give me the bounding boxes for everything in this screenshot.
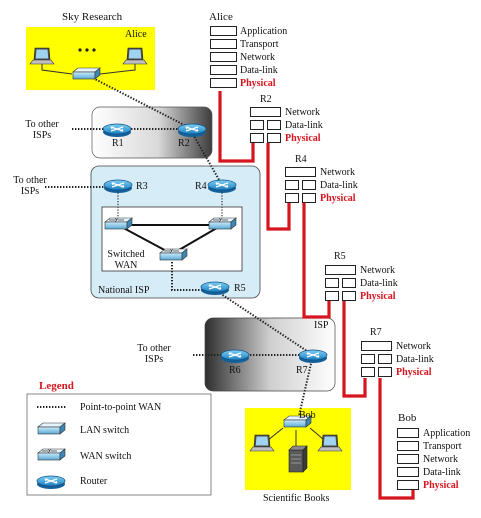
bob-site-label: Bob [299,410,316,421]
stack-title-r2: R2 [260,94,272,105]
switched-wan-label-line2: WAN [114,260,138,271]
physical-path [218,91,415,500]
r7-layer-network: Network [396,341,431,352]
router-label-r1: R1 [112,138,124,149]
to-other-isps-3-line2: ISPs [144,354,164,365]
switched-wan-label-line1: Switched [107,249,145,260]
to-other-isps-3-line1: To other [137,343,171,354]
legend-title: Legend [39,380,74,392]
sky-research-label: Sky Research [62,11,123,23]
stack-title-alice: Alice [209,11,233,23]
r7-layer-data-link: Data-link [396,354,434,365]
bob-layer-data-link: Data-link [423,467,461,478]
alice-layer-application: Application [240,26,288,37]
r7-layer-physical: Physical [396,367,432,378]
legend-item-lan-switch: LAN switch [80,425,130,436]
router-label-r3: R3 [136,181,148,192]
stack-title-r7: R7 [370,327,382,338]
r4-layer-physical: Physical [320,193,356,204]
stack-title-r4: R4 [295,154,307,165]
to-other-isps-2-line2: ISPs [20,186,40,197]
r5-layer-physical: Physical [360,291,396,302]
to-other-isps-1-line2: ISPs [32,130,52,141]
alice-layer-network: Network [240,52,275,63]
r5-layer-data-link: Data-link [360,278,398,289]
to-other-isps-2-line1: To other [13,175,47,186]
scientific-books-label: Scientific Books [263,493,330,504]
bob-layer-network: Network [423,454,458,465]
bob-layer-application: Application [423,428,471,439]
switched-wan-box [101,206,243,272]
legend-item-point-to-point: Point-to-point WAN [80,402,162,413]
r5-layer-network: Network [360,265,395,276]
upper-isp-box [91,106,213,159]
router-label-r4: R4 [195,181,207,192]
stack-title-r5: R5 [334,251,346,262]
server-icon [288,445,308,473]
router-label-r6: R6 [229,365,241,376]
legend-item-wan-switch: WAN switch [80,451,132,462]
stack-title-bob: Bob [398,412,417,424]
router-label-r7: R7 [296,365,308,376]
router-label-r2: R2 [178,138,190,149]
alice-layer-physical: Physical [240,78,276,89]
national-isp-label: National ISP [98,285,150,296]
bob-layer-physical: Physical [423,480,459,491]
alice-layer-data-link: Data-link [240,65,278,76]
isp-label: ISP [314,320,329,331]
alice-layer-transport: Transport [240,39,279,50]
r2-layer-network: Network [285,107,320,118]
router-label-r5: R5 [234,283,246,294]
to-other-isps-1-line1: To other [25,119,59,130]
wan-link-wan-r5 [171,262,215,291]
r4-layer-network: Network [320,167,355,178]
wan-link-r7-bob [297,354,314,421]
r4-layer-data-link: Data-link [320,180,358,191]
r2-layer-data-link: Data-link [285,120,323,131]
legend-item-router: Router [80,476,108,487]
bob-layer-transport: Transport [423,441,462,452]
r2-layer-physical: Physical [285,133,321,144]
alice-site-label: Alice [125,29,147,40]
